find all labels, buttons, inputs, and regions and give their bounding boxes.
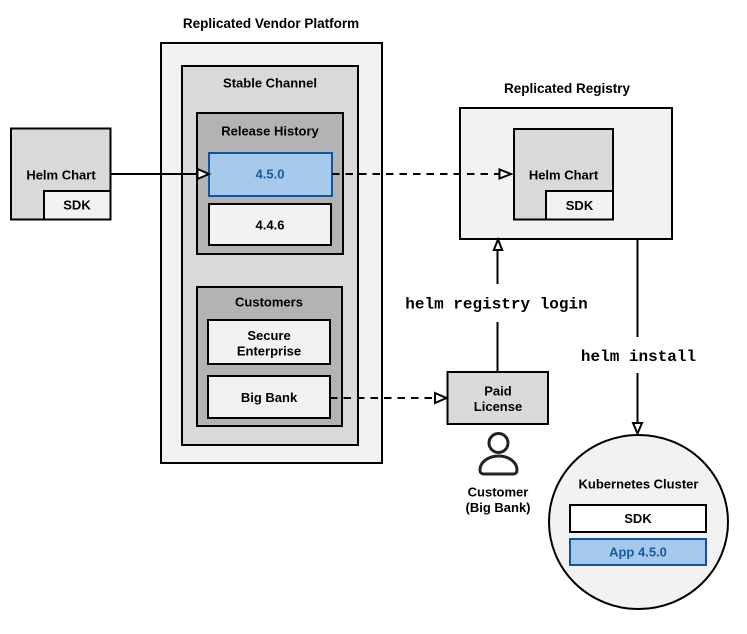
svg-text:Big Bank: Big Bank bbox=[241, 390, 298, 405]
svg-text:Replicated Vendor Platform: Replicated Vendor Platform bbox=[183, 16, 359, 31]
svg-text:Helm Chart: Helm Chart bbox=[529, 168, 599, 183]
svg-text:License: License bbox=[474, 399, 522, 414]
svg-text:Paid: Paid bbox=[484, 384, 512, 399]
svg-text:Customers: Customers bbox=[235, 295, 303, 310]
svg-text:Enterprise: Enterprise bbox=[237, 344, 301, 359]
svg-text:SDK: SDK bbox=[63, 198, 91, 213]
svg-text:Stable Channel: Stable Channel bbox=[223, 76, 317, 91]
svg-text:Replicated Registry: Replicated Registry bbox=[504, 81, 631, 96]
svg-text:Release History: Release History bbox=[221, 124, 319, 139]
svg-text:helm install: helm install bbox=[581, 348, 696, 366]
svg-text:Customer: Customer bbox=[468, 485, 529, 500]
svg-text:(Big Bank): (Big Bank) bbox=[466, 500, 531, 515]
svg-text:Secure: Secure bbox=[247, 328, 290, 343]
svg-text:4.4.6: 4.4.6 bbox=[256, 218, 285, 233]
svg-text:SDK: SDK bbox=[566, 198, 594, 213]
svg-text:helm registry login: helm registry login bbox=[405, 296, 587, 314]
svg-text:Helm Chart: Helm Chart bbox=[26, 168, 96, 183]
svg-text:Kubernetes Cluster: Kubernetes Cluster bbox=[579, 477, 699, 492]
svg-text:4.5.0: 4.5.0 bbox=[256, 167, 285, 182]
svg-text:SDK: SDK bbox=[624, 511, 652, 526]
svg-text:App 4.5.0: App 4.5.0 bbox=[609, 545, 667, 560]
